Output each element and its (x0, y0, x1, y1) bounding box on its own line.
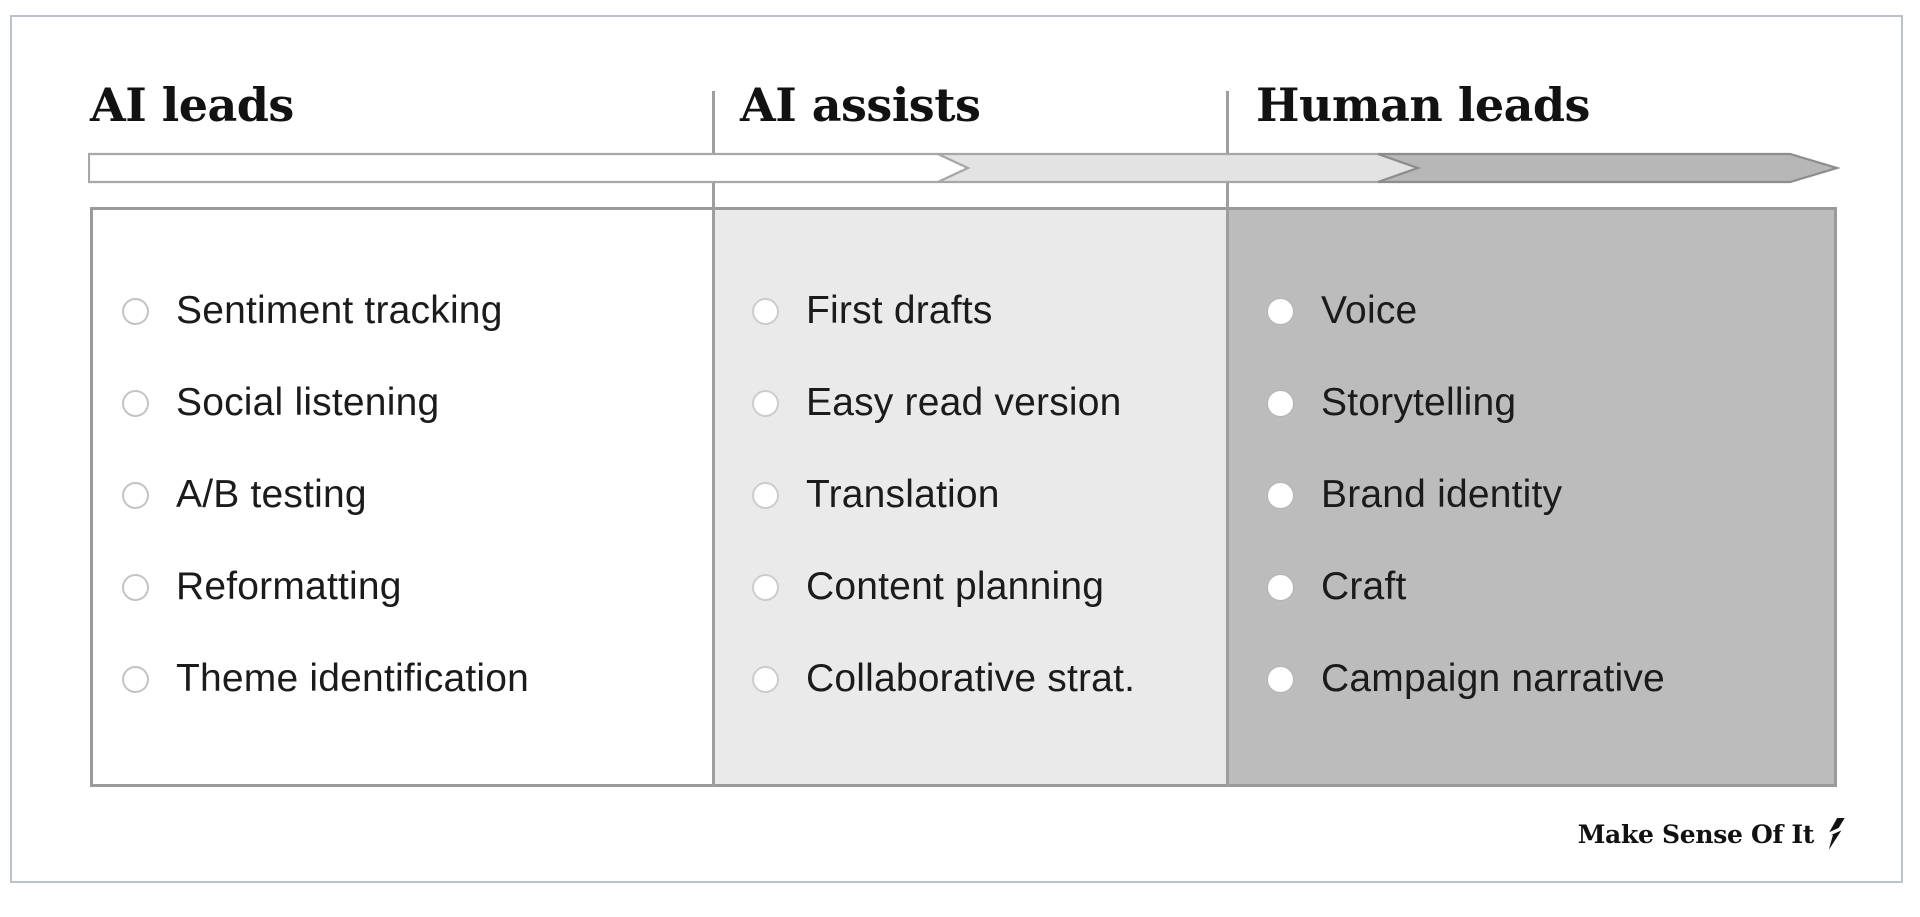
list-item: Voice (1229, 265, 1834, 357)
list-item: Brand identity (1229, 449, 1834, 541)
list-item-label: Collaborative strat. (806, 657, 1136, 700)
list-item-label: Storytelling (1321, 381, 1517, 424)
bullet-circle-icon (1267, 481, 1294, 509)
gradient-arrow (88, 152, 1841, 184)
list-item-label: Theme identification (176, 657, 530, 700)
list-item: Campaign narrative (1229, 633, 1834, 725)
list-item-label: Content planning (806, 565, 1105, 608)
list-item: Translation (715, 449, 1229, 541)
list-item: Theme identification (93, 633, 715, 725)
bullet-circle-icon (122, 665, 149, 693)
content-box: Sentiment tracking Social listening A/B … (90, 207, 1837, 787)
bullet-circle-icon (752, 481, 779, 509)
arrow-segment-human-leads (1377, 152, 1841, 184)
arrow-segment-ai-leads (88, 152, 971, 184)
list-item: Sentiment tracking (93, 265, 715, 357)
bullet-circle-icon (122, 481, 149, 509)
list-item-label: Translation (806, 473, 1000, 516)
list-item-label: Brand identity (1321, 473, 1563, 516)
bullet-circle-icon (1267, 297, 1294, 325)
list-item: Reformatting (93, 541, 715, 633)
bullet-circle-icon (752, 573, 779, 601)
list-item-label: Reformatting (176, 565, 402, 608)
column-header-ai-assists: AI assists (740, 78, 981, 132)
list-item-label: Sentiment tracking (176, 289, 503, 332)
arrow-segment-ai-assists (937, 152, 1422, 184)
column-ai-assists: First drafts Easy read version Translati… (715, 210, 1229, 784)
list-item: A/B testing (93, 449, 715, 541)
brand-text: Make Sense Of It (1577, 819, 1815, 849)
list-item: Storytelling (1229, 357, 1834, 449)
list-item-label: Easy read version (806, 381, 1122, 424)
list-item: Content planning (715, 541, 1229, 633)
bullet-circle-icon (1267, 573, 1294, 601)
list-item: Social listening (93, 357, 715, 449)
list-item-label: Campaign narrative (1321, 657, 1665, 700)
column-header-human-leads: Human leads (1256, 78, 1590, 132)
list-item-label: Social listening (176, 381, 440, 424)
bullet-circle-icon (1267, 389, 1294, 417)
list-item: First drafts (715, 265, 1229, 357)
lightning-bolt-icon (1823, 818, 1845, 850)
bullet-circle-icon (122, 573, 149, 601)
column-human-leads: Voice Storytelling Brand identity Craft … (1229, 210, 1834, 784)
bullet-circle-icon (122, 389, 149, 417)
section-divider (1226, 91, 1229, 787)
list-item-label: A/B testing (176, 473, 367, 516)
section-divider (712, 91, 715, 787)
bullet-circle-icon (752, 389, 779, 417)
list-item-label: Craft (1321, 565, 1407, 608)
brand-logo: Make Sense Of It (1400, 812, 1845, 856)
bullet-circle-icon (1267, 665, 1294, 693)
column-header-ai-leads: AI leads (90, 78, 294, 132)
list-item-label: Voice (1321, 289, 1418, 332)
bullet-circle-icon (752, 665, 779, 693)
list-item-label: First drafts (806, 289, 993, 332)
list-item: Collaborative strat. (715, 633, 1229, 725)
bullet-circle-icon (122, 297, 149, 325)
list-item: Easy read version (715, 357, 1229, 449)
list-item: Craft (1229, 541, 1834, 633)
column-ai-leads: Sentiment tracking Social listening A/B … (93, 210, 715, 784)
bullet-circle-icon (752, 297, 779, 325)
